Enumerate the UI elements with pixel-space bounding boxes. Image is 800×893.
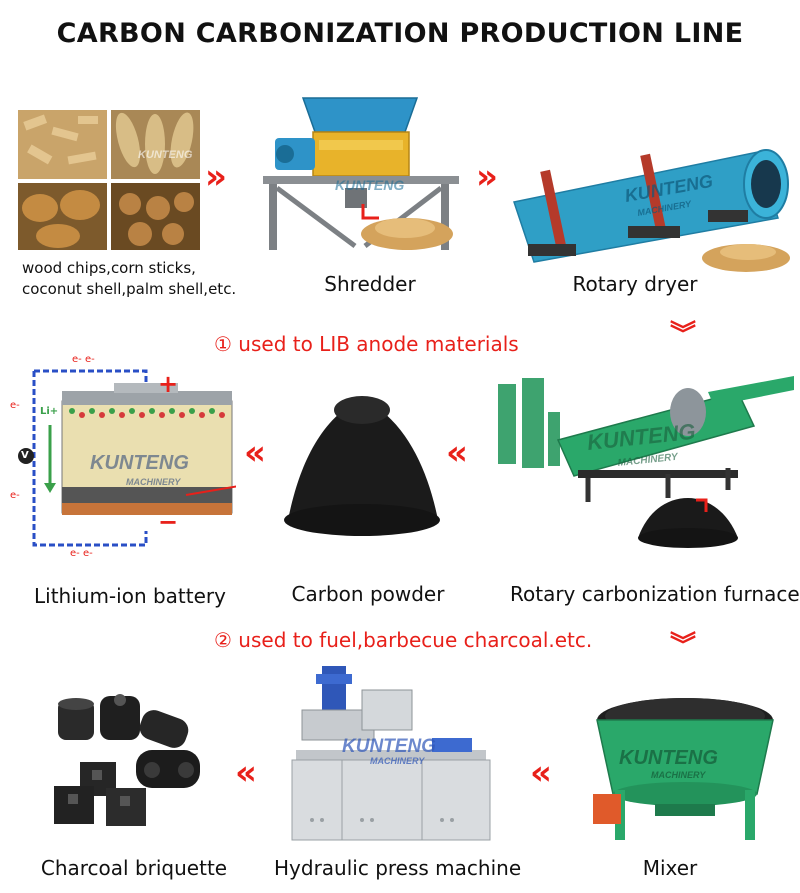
flow-arrow-down: ︾ bbox=[670, 631, 697, 661]
shredder-label: Shredder bbox=[324, 272, 416, 296]
note-lib-anode: ① used to LIB anode materials bbox=[214, 332, 519, 356]
rotary-dryer-label: Rotary dryer bbox=[572, 272, 698, 296]
svg-text:KUNTENG: KUNTENG bbox=[335, 177, 404, 193]
raw-materials-line2: coconut shell,palm shell,etc. bbox=[22, 280, 237, 298]
raw-materials-line1: wood chips,corn sticks, bbox=[22, 259, 196, 277]
flow-arrow-left: « bbox=[235, 753, 257, 793]
hydraulic-press-image: KUNTENG MACHINERY bbox=[282, 660, 497, 845]
carbonization-furnace-label: Rotary carbonization furnace bbox=[510, 582, 800, 606]
raw-materials-image: KUNTENG bbox=[18, 110, 200, 250]
page-title: CARBON CARBONIZATION PRODUCTION LINE bbox=[56, 18, 744, 49]
li-ion-label: Li+ bbox=[40, 406, 59, 417]
svg-text:MACHINERY: MACHINERY bbox=[651, 770, 706, 780]
positive-terminal: + bbox=[158, 370, 179, 398]
svg-text:KUNTENG: KUNTENG bbox=[90, 452, 189, 474]
negative-terminal: − bbox=[158, 508, 179, 536]
svg-text:MACHINERY: MACHINERY bbox=[370, 756, 425, 766]
shredder-image: KUNTENG bbox=[255, 92, 465, 257]
rotary-dryer-image: KUNTENG MACHINERY bbox=[508, 140, 793, 280]
mixer-image: KUNTENG MACHINERY bbox=[585, 690, 785, 850]
flow-arrow-down: ︾ bbox=[670, 320, 697, 350]
flow-arrow-left: « bbox=[244, 433, 266, 473]
mixer-label: Mixer bbox=[642, 856, 698, 880]
svg-text:KUNTENG: KUNTENG bbox=[342, 736, 436, 757]
electron-label: e- e- bbox=[70, 548, 93, 559]
flow-arrow-right: » bbox=[205, 157, 227, 197]
voltmeter-label: V bbox=[21, 450, 29, 461]
lithium-battery-diagram: KUNTENG MACHINERY bbox=[6, 355, 236, 560]
electron-label: e- e- bbox=[72, 354, 95, 365]
charcoal-briquette-image bbox=[40, 690, 220, 840]
carbonization-furnace-image: KUNTENG MACHINERY bbox=[488, 372, 798, 570]
carbon-powder-image bbox=[278, 380, 446, 540]
flow-arrow-left: « bbox=[530, 753, 552, 793]
electron-label: e- bbox=[10, 490, 20, 501]
flow-arrow-right: » bbox=[476, 157, 498, 197]
svg-text:MACHINERY: MACHINERY bbox=[126, 477, 181, 487]
electron-label: e- bbox=[10, 400, 20, 411]
flow-arrow-left: « bbox=[446, 433, 468, 473]
watermark-text: KUNTENG bbox=[138, 149, 193, 161]
hydraulic-press-label: Hydraulic press machine bbox=[274, 856, 522, 880]
carbon-powder-label: Carbon powder bbox=[291, 582, 445, 606]
raw-materials-label: wood chips,corn sticks, coconut shell,pa… bbox=[22, 258, 252, 300]
note-fuel: ② used to fuel,barbecue charcoal.etc. bbox=[214, 628, 593, 652]
charcoal-briquette-label: Charcoal briquette bbox=[40, 856, 228, 880]
svg-text:KUNTENG: KUNTENG bbox=[619, 747, 718, 769]
battery-label: Lithium-ion battery bbox=[34, 584, 226, 608]
